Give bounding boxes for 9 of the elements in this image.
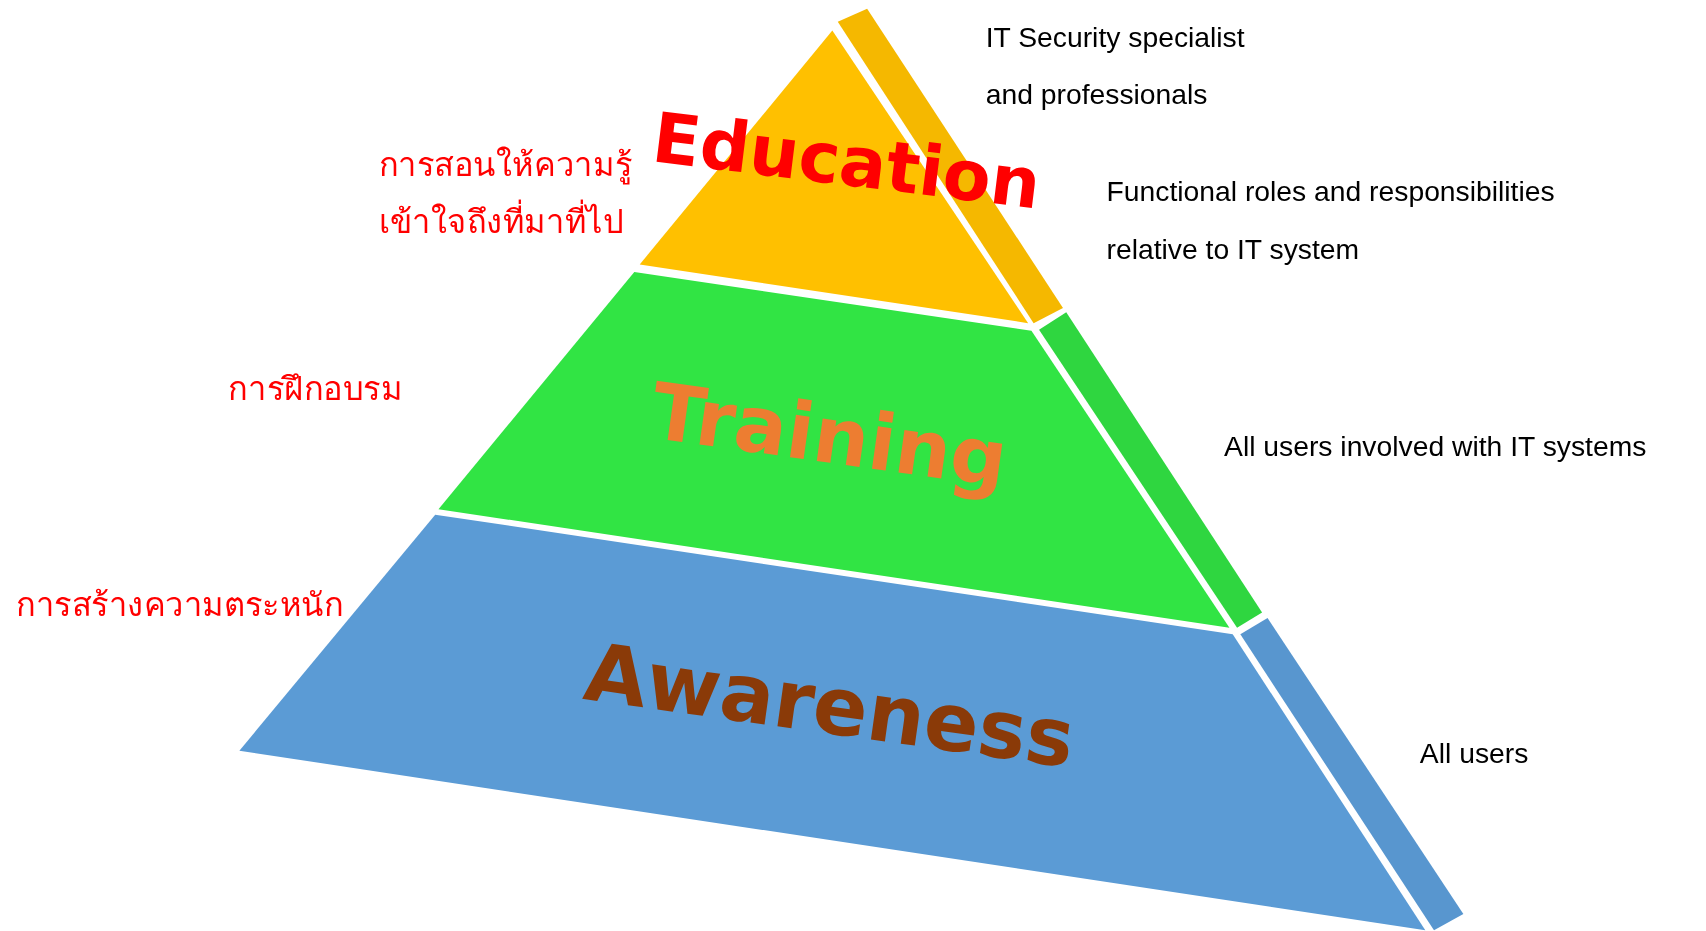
audience-label: Functional roles and responsibilities relative to IT system bbox=[1106, 174, 1556, 268]
band-title: Training bbox=[645, 365, 1013, 506]
band-title: Awareness bbox=[578, 624, 1080, 786]
band-caption: การสอนให้ความรู้ เข้าใจถึงที่มาที่ไป bbox=[378, 144, 634, 243]
band-caption: การฝึกอบรม bbox=[228, 368, 404, 410]
audience-label: All users bbox=[1419, 735, 1530, 772]
audience-label: All users involved with IT systems bbox=[1224, 428, 1648, 465]
audience-label: IT Security specialist and professionals bbox=[985, 19, 1246, 111]
band-caption: การสร้างความตระหนัก bbox=[16, 584, 345, 626]
